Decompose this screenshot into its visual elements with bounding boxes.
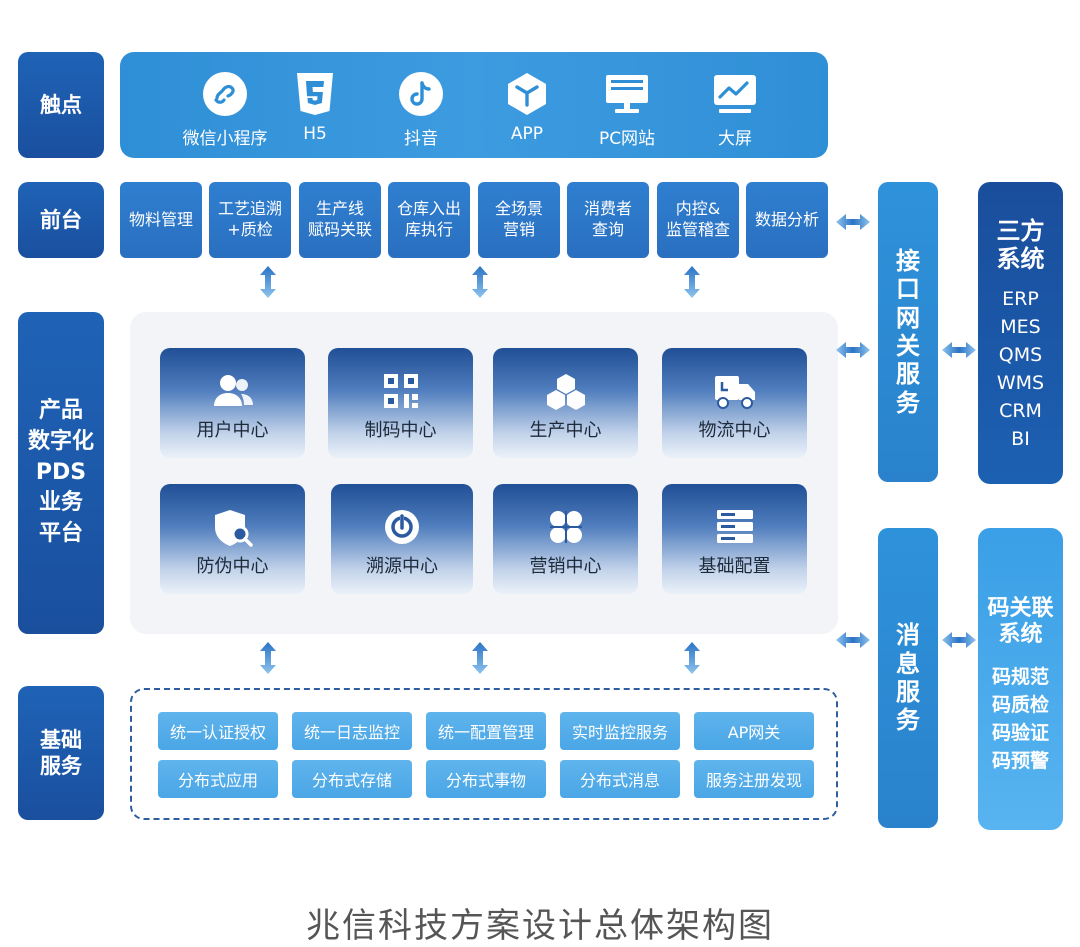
third-party-item: QMS — [998, 344, 1043, 367]
touchpoint-bar: 微信小程序 H5 抖音 APP PC网站 大屏 — [120, 52, 828, 158]
mini-program-icon — [201, 70, 249, 118]
douyin-icon — [397, 70, 445, 118]
module-marketing-center[interactable]: 营销中心 — [493, 484, 638, 594]
front-item-data-analysis[interactable]: 数据分析 — [746, 182, 828, 258]
front-item-consumer-query[interactable]: 消费者 查询 — [567, 182, 649, 258]
touchpoint-wechat-mini[interactable]: 微信小程序 — [170, 70, 280, 149]
dashboard-screen-icon — [711, 70, 759, 118]
touchpoint-h5[interactable]: H5 — [260, 70, 370, 144]
base-service-box[interactable]: AP网关 — [694, 712, 814, 750]
base-service-box[interactable]: 统一配置管理 — [426, 712, 546, 750]
label-front: 前台 — [18, 182, 104, 258]
touchpoint-douyin[interactable]: 抖音 — [366, 70, 476, 149]
code-system-item: 码规范 — [991, 665, 1049, 688]
users-icon — [160, 372, 305, 410]
touchpoint-label: 抖音 — [404, 129, 438, 149]
module-logistics-center[interactable]: 物流中心 — [662, 348, 807, 458]
front-item-warehouse[interactable]: 仓库入出 库执行 — [388, 182, 470, 258]
module-label: 基础配置 — [698, 556, 771, 577]
touchpoint-label: PC网站 — [598, 129, 656, 149]
module-base-config[interactable]: 基础配置 — [662, 484, 807, 594]
module-production-center[interactable]: 生产中心 — [493, 348, 638, 458]
touchpoint-pc[interactable]: PC网站 — [572, 70, 682, 149]
front-item-internal-control[interactable]: 内控& 监管稽查 — [657, 182, 739, 258]
code-association-system[interactable]: 码关联 系统 码规范 码质检 码验证 码预警 — [978, 528, 1063, 830]
touchpoint-app[interactable]: APP — [472, 70, 582, 144]
module-label: 防伪中心 — [196, 556, 269, 577]
base-services-frame — [130, 688, 838, 820]
touchpoint-label: 微信小程序 — [182, 129, 268, 149]
app-cube-icon — [503, 70, 551, 118]
module-label: 生产中心 — [529, 420, 602, 441]
module-label: 制码中心 — [364, 420, 437, 441]
third-party-systems[interactable]: 三方 系统 ERP MES QMS WMS CRM BI — [978, 182, 1063, 484]
code-system-item: 码预警 — [991, 749, 1049, 772]
base-service-box[interactable]: 统一认证授权 — [158, 712, 278, 750]
label-platform: 产品 数字化 PDS 业务 平台 — [18, 312, 104, 634]
base-service-box[interactable]: 实时监控服务 — [560, 712, 680, 750]
touchpoint-bigscreen[interactable]: 大屏 — [680, 70, 790, 149]
message-service[interactable]: 消 息 服 务 — [878, 528, 938, 828]
third-party-item: CRM — [999, 400, 1042, 423]
trace-circle-icon — [331, 508, 473, 546]
front-item-marketing[interactable]: 全场景 营销 — [478, 182, 560, 258]
code-system-title: 码关联 系统 — [987, 596, 1054, 648]
label-touchpoints: 触点 — [18, 52, 104, 158]
diagram-caption: 兆信科技方案设计总体架构图 — [306, 906, 774, 946]
label-base: 基础 服务 — [18, 686, 104, 820]
touchpoint-label: H5 — [303, 124, 327, 144]
module-label: 物流中心 — [698, 420, 771, 441]
third-party-item: MES — [1000, 316, 1041, 339]
cubes-icon — [493, 372, 638, 410]
base-service-box[interactable]: 服务注册发现 — [694, 760, 814, 798]
code-system-item: 码质检 — [991, 693, 1049, 716]
module-label: 用户中心 — [196, 420, 269, 441]
touchpoint-label: APP — [510, 124, 544, 144]
arrow-vertical — [260, 266, 700, 674]
module-code-center[interactable]: 制码中心 — [328, 348, 473, 458]
touchpoint-label: 大屏 — [718, 129, 752, 149]
module-anticounterfeit-center[interactable]: 防伪中心 — [160, 484, 305, 594]
third-party-item: ERP — [1002, 288, 1039, 311]
base-service-box[interactable]: 分布式事物 — [426, 760, 546, 798]
third-party-item: BI — [1011, 428, 1030, 451]
desktop-icon — [603, 70, 651, 118]
shield-search-icon — [160, 508, 305, 547]
module-trace-center[interactable]: 溯源中心 — [331, 484, 473, 594]
base-service-box[interactable]: 分布式消息 — [560, 760, 680, 798]
front-item-material[interactable]: 物料管理 — [120, 182, 202, 258]
qr-code-icon — [328, 372, 473, 410]
truck-icon — [662, 372, 807, 410]
front-item-production-line[interactable]: 生产线 赋码关联 — [299, 182, 381, 258]
base-service-box[interactable]: 分布式应用 — [158, 760, 278, 798]
module-label: 营销中心 — [529, 556, 602, 577]
html5-icon — [291, 70, 339, 118]
arrow-horizontal — [836, 214, 976, 648]
module-user-center[interactable]: 用户中心 — [160, 348, 305, 458]
clover-icon — [493, 508, 638, 546]
module-label: 溯源中心 — [366, 556, 438, 577]
third-party-item: WMS — [996, 372, 1045, 395]
base-service-box[interactable]: 统一日志监控 — [292, 712, 412, 750]
front-item-process-trace[interactable]: 工艺追溯 +质检 — [209, 182, 291, 258]
server-icon — [662, 508, 807, 546]
code-system-item: 码验证 — [991, 721, 1049, 744]
third-party-title: 三方 系统 — [996, 217, 1045, 273]
base-service-box[interactable]: 分布式存储 — [292, 760, 412, 798]
interface-gateway-service[interactable]: 接 口 网 关 服 务 — [878, 182, 938, 482]
